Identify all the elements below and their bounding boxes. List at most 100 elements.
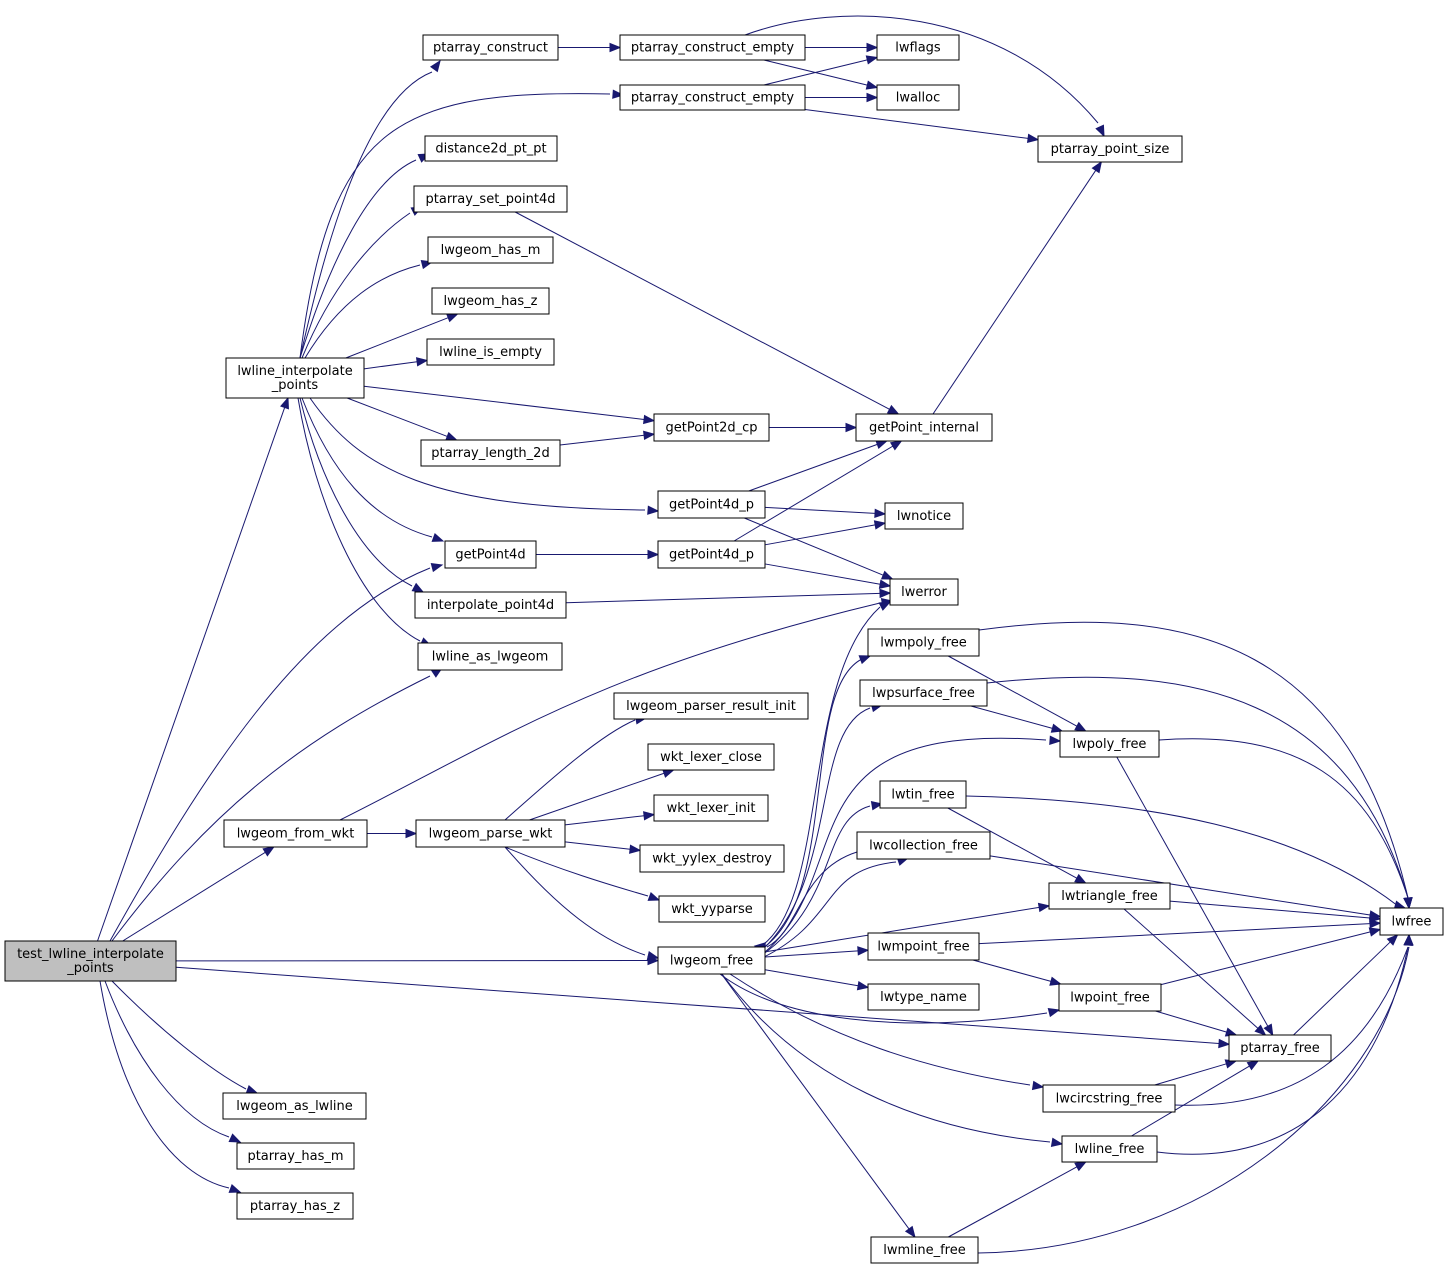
- node-lgf[interactable]: lwgeom_free: [657, 946, 766, 975]
- node-root[interactable]: test_lwline_interpolate_points: [4, 940, 177, 982]
- node-paf[interactable]: ptarray_free: [1228, 1034, 1332, 1062]
- node-wlc-box: [647, 743, 775, 771]
- node-lip[interactable]: lwline_interpolate_points: [225, 357, 365, 399]
- node-lal[interactable]: lwline_as_lwgeom: [417, 642, 563, 671]
- node-ip4[interactable]: interpolate_point4d: [414, 591, 567, 619]
- node-lpw[interactable]: lwgeom_parse_wkt: [415, 819, 566, 848]
- node-lpof[interactable]: lwpoint_free: [1058, 983, 1162, 1012]
- node-g4p2[interactable]: getPoint4d_p: [657, 540, 766, 569]
- node-ltn[interactable]: lwtype_name: [867, 983, 980, 1011]
- edge-g4p1-to-gpi: [748, 443, 878, 492]
- node-pace1[interactable]: ptarray_construct_empty: [619, 34, 806, 61]
- edge-lgf-to-lcf: [761, 861, 897, 959]
- node-lhz[interactable]: lwgeom_has_z: [431, 287, 550, 315]
- node-wli[interactable]: wkt_lexer_init: [653, 794, 769, 822]
- node-g4p1-label: getPoint4d_p: [669, 498, 754, 513]
- node-d2d-label: distance2d_pt_pt: [435, 142, 546, 157]
- node-lcf[interactable]: lwcollection_free: [856, 831, 991, 860]
- node-gpi[interactable]: getPoint_internal: [855, 413, 993, 442]
- node-lwflags[interactable]: lwflags: [876, 34, 960, 61]
- node-lf[interactable]: lwline_free: [1061, 1135, 1158, 1163]
- edge-lip-to-lie: [363, 361, 418, 370]
- edge-lip-to-lhz-arrowhead: [445, 313, 459, 323]
- node-pl2[interactable]: ptarray_length_2d: [420, 439, 561, 467]
- node-lmpf[interactable]: lwmpoly_free: [867, 628, 980, 657]
- node-gp2[interactable]: getPoint2d_cp: [653, 413, 770, 442]
- node-wyp[interactable]: wkt_yyparse: [658, 895, 766, 923]
- node-lmlf[interactable]: lwmline_free: [870, 1236, 979, 1264]
- node-g4p2-label: getPoint4d_p: [669, 548, 754, 563]
- edge-gp2-to-gpi-arrowhead: [845, 422, 858, 433]
- edge-lpsf-to-lwfree: [986, 676, 1409, 899]
- node-lwfree[interactable]: lwfree: [1379, 907, 1444, 936]
- node-phz[interactable]: ptarray_has_z: [236, 1192, 354, 1220]
- node-lwnotice[interactable]: lwnotice: [884, 502, 964, 530]
- edge-lip-to-g4p1-arrowhead: [647, 505, 660, 515]
- edge-lpw-to-wyd: [564, 841, 631, 850]
- node-lpof-label: lwpoint_free: [1070, 991, 1150, 1006]
- node-pace2[interactable]: ptarray_construct_empty: [619, 84, 806, 111]
- edge-pac-to-pps-arrowhead: [1095, 124, 1105, 138]
- node-lpw-label: lwgeom_parse_wkt: [429, 827, 553, 842]
- edge-lcf-to-lgf: [766, 851, 858, 948]
- node-gp2-label: getPoint2d_cp: [665, 421, 757, 436]
- node-pac[interactable]: ptarray_construct: [422, 34, 559, 61]
- node-lgf-label: lwgeom_free: [670, 954, 753, 969]
- node-lpsf[interactable]: lwpsurface_free: [859, 679, 988, 707]
- node-root-label: _points: [66, 961, 114, 976]
- node-d2d-box: [424, 135, 558, 162]
- node-pac-box: [422, 34, 559, 61]
- node-wli-box: [653, 794, 769, 822]
- node-lgal[interactable]: lwgeom_as_lwline: [222, 1092, 367, 1120]
- edge-g4p2-to-gpi: [733, 445, 894, 542]
- node-lpf[interactable]: lwpoly_free: [1059, 730, 1160, 758]
- node-ltrf[interactable]: lwtriangle_free: [1048, 882, 1171, 910]
- node-wlc[interactable]: wkt_lexer_close: [647, 743, 775, 771]
- node-lwalloc[interactable]: lwalloc: [876, 84, 960, 111]
- node-phm[interactable]: ptarray_has_m: [236, 1142, 355, 1170]
- node-lcsf[interactable]: lwcircstring_free: [1042, 1084, 1176, 1113]
- node-lmpof[interactable]: lwmpoint_free: [867, 932, 980, 961]
- node-wyd[interactable]: wkt_yylex_destroy: [639, 844, 785, 873]
- node-pps[interactable]: ptarray_point_size: [1037, 135, 1183, 163]
- node-lwnotice-box: [884, 502, 964, 530]
- edge-lpw-to-lgf: [504, 846, 646, 956]
- node-gpi-box: [855, 413, 993, 442]
- node-lprri-box: [613, 692, 809, 720]
- node-psp4[interactable]: ptarray_set_point4d: [413, 185, 568, 213]
- edge-lip-to-pace2: [299, 93, 611, 359]
- edge-pl2-to-gp2: [559, 434, 645, 446]
- node-ip4-label: interpolate_point4d: [427, 598, 554, 613]
- edge-root-to-paf-arrowhead: [1218, 1038, 1231, 1049]
- edge-lf-to-paf: [1131, 1065, 1250, 1137]
- edge-lgf-to-lwerror-arrowhead: [878, 601, 892, 611]
- node-gp4[interactable]: getPoint4d: [444, 540, 537, 569]
- node-ltrf-box: [1048, 882, 1171, 910]
- node-lfw-label: lwgeom_from_wkt: [237, 827, 355, 842]
- node-d2d[interactable]: distance2d_pt_pt: [424, 135, 558, 162]
- edge-g4p2-to-gpi-arrowhead: [889, 440, 903, 451]
- edge-lgf-to-lpof-arrowhead: [1047, 1007, 1061, 1018]
- node-lprri[interactable]: lwgeom_parser_result_init: [613, 692, 809, 720]
- node-lwerror-label: lwerror: [901, 585, 947, 600]
- node-lmpf-label: lwmpoly_free: [880, 636, 967, 651]
- edge-lip-to-gp4-arrowhead: [431, 532, 445, 542]
- node-ltf[interactable]: lwtin_free: [879, 780, 967, 809]
- node-lwerror[interactable]: lwerror: [889, 578, 959, 606]
- edge-lgf-to-lf-arrowhead: [1050, 1137, 1064, 1147]
- edge-lgf-to-lf: [721, 973, 1051, 1143]
- node-lhm[interactable]: lwgeom_has_m: [427, 236, 554, 264]
- edge-lip-to-pac-arrowhead: [429, 59, 441, 73]
- edge-lmpof-to-lpof-arrowhead: [1049, 976, 1062, 986]
- edge-root-to-phm: [104, 980, 230, 1138]
- edge-g4p1-to-lwnotice: [764, 506, 876, 514]
- node-pace2-box: [619, 84, 806, 111]
- edge-pace1-to-lwflags-arrowhead: [866, 42, 879, 53]
- edge-g4p1-to-gpi-arrowhead: [875, 440, 889, 450]
- node-g4p1[interactable]: getPoint4d_p: [657, 490, 766, 519]
- edge-ip4-to-lwerror: [565, 592, 881, 604]
- node-lfw[interactable]: lwgeom_from_wkt: [223, 819, 368, 848]
- node-lie[interactable]: lwline_is_empty: [426, 338, 555, 366]
